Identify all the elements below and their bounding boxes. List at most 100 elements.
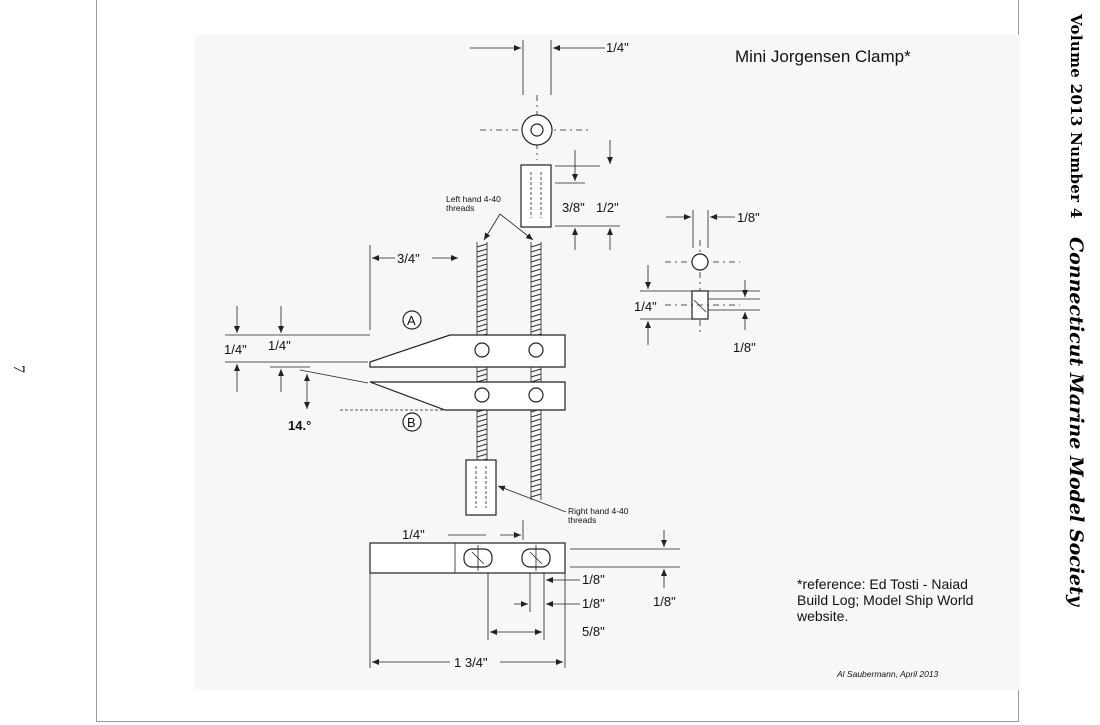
thread-mark bbox=[530, 278, 542, 283]
dim-detail-depth: 1/8" bbox=[733, 340, 756, 355]
dim-bottom-hole: 1/8" bbox=[582, 596, 605, 611]
thread-mark bbox=[530, 483, 542, 488]
thread-mark bbox=[530, 313, 542, 318]
top-nut bbox=[520, 164, 552, 228]
thread-mark bbox=[476, 368, 488, 373]
jaw-b-marker bbox=[402, 412, 422, 432]
thread-mark bbox=[476, 288, 488, 293]
thread-mark bbox=[476, 373, 488, 378]
thread-mark bbox=[530, 293, 542, 298]
thread-mark bbox=[476, 418, 488, 423]
thread-mark bbox=[476, 248, 488, 253]
thread-mark bbox=[530, 463, 542, 468]
thread-mark bbox=[476, 298, 488, 303]
dim-jaw-offset: 3/4" bbox=[397, 251, 420, 266]
thread-mark bbox=[530, 453, 542, 458]
dim-angle: 14.° bbox=[288, 418, 311, 433]
technical-drawing: Mini Jorgensen Clamp* 1/4" 3/8" 1/2" Lef… bbox=[195, 35, 1020, 690]
running-header: Volume 2013 Number 4 Connecticut Marine … bbox=[1030, 0, 1100, 725]
drawing-credit: Al Saubermann, April 2013 bbox=[836, 669, 939, 679]
reference-line-2: Build Log; Model Ship World bbox=[797, 592, 973, 608]
drawing-title: Mini Jorgensen Clamp* bbox=[735, 47, 911, 66]
thread-mark bbox=[476, 453, 488, 458]
leader-arrow bbox=[499, 213, 534, 241]
thread-mark bbox=[530, 328, 542, 333]
thread-mark bbox=[530, 468, 542, 473]
thread-mark bbox=[530, 298, 542, 303]
thread-mark bbox=[476, 258, 488, 263]
thread-mark bbox=[530, 373, 542, 378]
thread-mark bbox=[530, 268, 542, 273]
thread-mark bbox=[476, 308, 488, 313]
detail-pin bbox=[691, 253, 709, 271]
thread-mark bbox=[476, 433, 488, 438]
thread-mark bbox=[476, 293, 488, 298]
thread-mark bbox=[476, 273, 488, 278]
thread-mark bbox=[530, 418, 542, 423]
dim-detail-width: 1/8" bbox=[737, 210, 760, 225]
bottom-nut bbox=[465, 459, 497, 516]
thread-mark bbox=[530, 248, 542, 253]
angle-line bbox=[299, 369, 369, 384]
dim-screw-spacing: 5/8" bbox=[582, 624, 605, 639]
jaw-b-label: B bbox=[407, 415, 416, 430]
dim-overall-length: 1 3/4" bbox=[454, 655, 488, 670]
thread-mark bbox=[476, 423, 488, 428]
dim-nut-height: 1/2" bbox=[596, 200, 619, 215]
thread-mark bbox=[530, 368, 542, 373]
thread-mark bbox=[530, 433, 542, 438]
thread-mark bbox=[476, 268, 488, 273]
leader-arrow bbox=[483, 213, 501, 241]
thread-mark bbox=[476, 263, 488, 268]
thread-mark bbox=[530, 258, 542, 263]
left-thread-label: Left hand 4-40 bbox=[446, 194, 501, 204]
thread-mark bbox=[476, 428, 488, 433]
clamp-drawing-svg: Mini Jorgensen Clamp* 1/4" 3/8" 1/2" Lef… bbox=[224, 40, 973, 679]
right-screw-threads bbox=[530, 243, 542, 498]
thread-mark bbox=[476, 323, 488, 328]
thread-mark bbox=[530, 413, 542, 418]
thread-mark bbox=[530, 438, 542, 443]
jaw-hole bbox=[528, 387, 544, 403]
dim-jaw-height-outer: 1/4" bbox=[224, 342, 247, 357]
thread-mark bbox=[530, 448, 542, 453]
lower-jaw bbox=[369, 381, 566, 411]
society-name: Connecticut Marine Model Society bbox=[1065, 237, 1087, 606]
washer-hole bbox=[530, 123, 544, 137]
dim-knob-offset: 3/8" bbox=[562, 200, 585, 215]
thread-mark bbox=[476, 278, 488, 283]
detail-hatch bbox=[693, 299, 707, 313]
thread-mark bbox=[530, 288, 542, 293]
thread-mark bbox=[530, 263, 542, 268]
thread-mark bbox=[476, 243, 488, 248]
right-thread-label: Right hand 4-40 bbox=[568, 506, 629, 516]
thread-mark bbox=[530, 458, 542, 463]
thread-mark bbox=[530, 283, 542, 288]
thread-mark bbox=[530, 493, 542, 498]
thread-mark bbox=[530, 318, 542, 323]
reference-line-1: *reference: Ed Tosti - Naiad bbox=[797, 576, 968, 592]
running-header-text: Volume 2013 Number 4 Connecticut Marine … bbox=[1065, 14, 1087, 606]
leader-arrow bbox=[497, 485, 567, 513]
thread-mark bbox=[476, 283, 488, 288]
jaw-a-marker bbox=[402, 310, 422, 330]
jaw-hole bbox=[474, 387, 490, 403]
thread-mark bbox=[530, 308, 542, 313]
thread-mark bbox=[530, 323, 542, 328]
slot-hatch bbox=[471, 551, 485, 565]
thread-mark bbox=[476, 313, 488, 318]
thread-mark bbox=[530, 243, 542, 248]
jaw-a-label: A bbox=[407, 313, 416, 328]
thread-mark bbox=[530, 253, 542, 258]
thread-mark bbox=[530, 443, 542, 448]
thread-mark bbox=[476, 413, 488, 418]
thread-mark bbox=[530, 428, 542, 433]
dim-detail-square: 1/4" bbox=[634, 299, 657, 314]
dim-bottom-slot: 1/8" bbox=[582, 572, 605, 587]
thread-mark bbox=[530, 303, 542, 308]
dim-bottom-offset: 1/4" bbox=[402, 527, 425, 542]
right-thread-label-2: threads bbox=[568, 515, 596, 525]
thread-mark bbox=[530, 423, 542, 428]
volume-label: Volume 2013 Number 4 bbox=[1067, 14, 1085, 219]
dim-bottom-thickness: 1/8" bbox=[653, 594, 676, 609]
